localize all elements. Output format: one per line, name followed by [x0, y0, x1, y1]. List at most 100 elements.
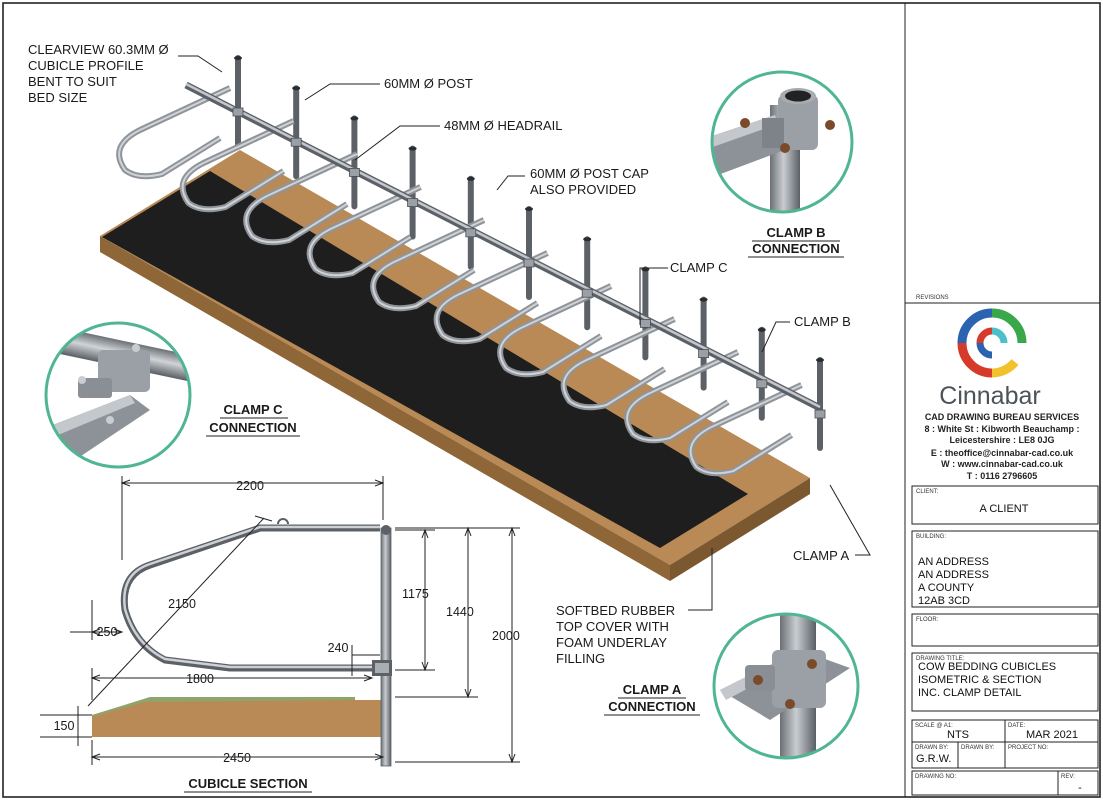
- dim-1440: 1440: [446, 605, 474, 619]
- clamp-b-title-2: CONNECTION: [752, 241, 839, 256]
- cubicle-loop-highlight: [499, 285, 612, 376]
- clamp-a-title-1: CLAMP A: [623, 682, 682, 697]
- cubicle-loop-highlight: [562, 318, 675, 409]
- building-line-4: 12AB 3CD: [918, 595, 970, 607]
- section-post: [380, 527, 392, 767]
- drawing-title-line-1: COW BEDDING CUBICLES: [918, 661, 1056, 673]
- building-line-2: AN ADDRESS: [918, 569, 989, 581]
- building-box: [911, 530, 1099, 608]
- cubicle-loop-highlight: [181, 120, 294, 211]
- post-cap: [234, 56, 242, 60]
- company-tel: T : 0116 2796605: [967, 471, 1038, 481]
- post-cap: [525, 207, 533, 211]
- section-title: CUBICLE SECTION: [188, 776, 307, 791]
- clamp-a-label: CLAMP A: [793, 548, 849, 563]
- company-email: E : theoffice@cinnabar-cad.co.uk: [931, 448, 1074, 458]
- drawing-title-line-3: INC. CLAMP DETAIL: [918, 687, 1022, 699]
- cubicle-loop-highlight: [689, 384, 802, 475]
- rubber-mat: [102, 171, 748, 548]
- rev-label: REV:: [1061, 774, 1075, 780]
- clamp: [523, 258, 535, 268]
- softbed-label-1: SOFTBED RUBBER: [556, 603, 675, 618]
- cubicle-loop-highlight: [435, 252, 548, 343]
- post-cap: [408, 146, 417, 151]
- company-address-1: 8 : White St : Kibworth Beauchamp :: [924, 424, 1079, 434]
- client-box: [911, 485, 1099, 525]
- cubicle-loop-highlight: [626, 351, 739, 442]
- dim-1800: 1800: [186, 672, 214, 686]
- clamp-a-detail: CLAMP A CONNECTION: [604, 612, 860, 760]
- dim-2200: 2200: [236, 479, 264, 493]
- post-cap: [816, 358, 824, 362]
- isometric-view: [100, 55, 826, 581]
- cubicle-section: 2200 2150 250 1175 1440 2000 240 1800 15…: [40, 476, 520, 793]
- dim-1175: 1175: [402, 587, 429, 601]
- section-bed: [92, 700, 383, 737]
- floor-label: FLOOR:: [916, 617, 939, 623]
- drawn-by-value: G.R.W.: [916, 753, 951, 765]
- revisions-label: REVISIONS: [916, 295, 949, 301]
- profile-label-3: BENT TO SUIT: [28, 74, 117, 89]
- drawing-title-label: DRAWING TITLE:: [916, 656, 965, 662]
- clamp: [698, 349, 709, 359]
- post-cap: [757, 327, 766, 332]
- clamp-b-detail: CLAMP B CONNECTION: [710, 70, 854, 258]
- softbed-label-3: FOAM UNDERLAY: [556, 635, 667, 650]
- post-cap: [350, 116, 359, 121]
- cubicle-loop-highlight: [245, 153, 358, 244]
- dim-2150: 2150: [168, 597, 196, 611]
- client-label: CLIENT:: [916, 489, 939, 495]
- scale-value: NTS: [947, 729, 969, 741]
- dim-240: 240: [328, 641, 349, 655]
- drawing-no-label: DRAWING NO:: [915, 774, 956, 780]
- drawn-by-2-label: DRAWN BY:: [961, 745, 995, 751]
- clamp: [640, 318, 651, 328]
- dim-150: 150: [54, 719, 75, 733]
- drawing-title-line-2: ISOMETRIC & SECTION: [918, 674, 1042, 686]
- post-cap-label-2: ALSO PROVIDED: [530, 182, 636, 197]
- rev-value: -: [1078, 782, 1082, 794]
- clamp: [814, 409, 826, 419]
- iso-labels: CLEARVIEW 60.3MM Ø CUBICLE PROFILE BENT …: [28, 42, 851, 666]
- cubicle-loop-highlight: [372, 219, 485, 310]
- post-cap: [466, 176, 475, 181]
- building-line-1: AN ADDRESS: [918, 556, 989, 568]
- cubicle-loops: [116, 85, 803, 477]
- leaders: [178, 55, 871, 611]
- profile-label-2: CUBICLE PROFILE: [28, 58, 144, 73]
- clamp-a-title-2: CONNECTION: [608, 699, 695, 714]
- date-label: DATE:: [1008, 723, 1026, 729]
- post-cap: [292, 86, 301, 91]
- company-web: W : www.cinnabar-cad.co.uk: [941, 459, 1064, 469]
- timber-base-end: [670, 478, 810, 581]
- title-block: REVISIONS Cinnabar CAD DRAWING BUREAU SE…: [904, 3, 1100, 797]
- building-label: BUILDING:: [916, 534, 946, 540]
- softbed-label-2: TOP COVER WITH: [556, 619, 669, 634]
- post-cap-label-1: 60MM Ø POST CAP: [530, 166, 649, 181]
- building-line-3: A COUNTY: [918, 582, 975, 594]
- clamp-c-label: CLAMP C: [670, 260, 728, 275]
- clamp-b-title-1: CLAMP B: [767, 225, 826, 240]
- post-cap: [699, 297, 708, 302]
- clamps: [232, 107, 826, 419]
- timber-base-front: [100, 236, 670, 581]
- post-label: 60MM Ø POST: [384, 76, 473, 91]
- drawn-by-label: DRAWN BY:: [915, 745, 949, 751]
- company-address-2: Leicestershire : LE8 0JG: [949, 435, 1054, 445]
- client-value: A CLIENT: [980, 503, 1029, 515]
- cubicle-loop-highlight: [308, 186, 421, 277]
- project-no-label: PROJECT NO:: [1008, 745, 1049, 751]
- profile-label-1: CLEARVIEW 60.3MM Ø: [28, 42, 169, 57]
- clamp: [465, 228, 477, 238]
- clamp: [581, 288, 593, 298]
- clamp-c-title-1: CLAMP C: [224, 402, 284, 417]
- dim-250: 250: [97, 625, 118, 639]
- scale-label: SCALE @ A1:: [915, 723, 953, 729]
- clamp: [348, 167, 360, 177]
- company-name: Cinnabar: [939, 382, 1040, 410]
- clamp: [756, 379, 768, 389]
- clamp-c-title-2: CONNECTION: [209, 420, 296, 435]
- clamp: [232, 107, 244, 117]
- cinnabar-logo: [957, 308, 1027, 378]
